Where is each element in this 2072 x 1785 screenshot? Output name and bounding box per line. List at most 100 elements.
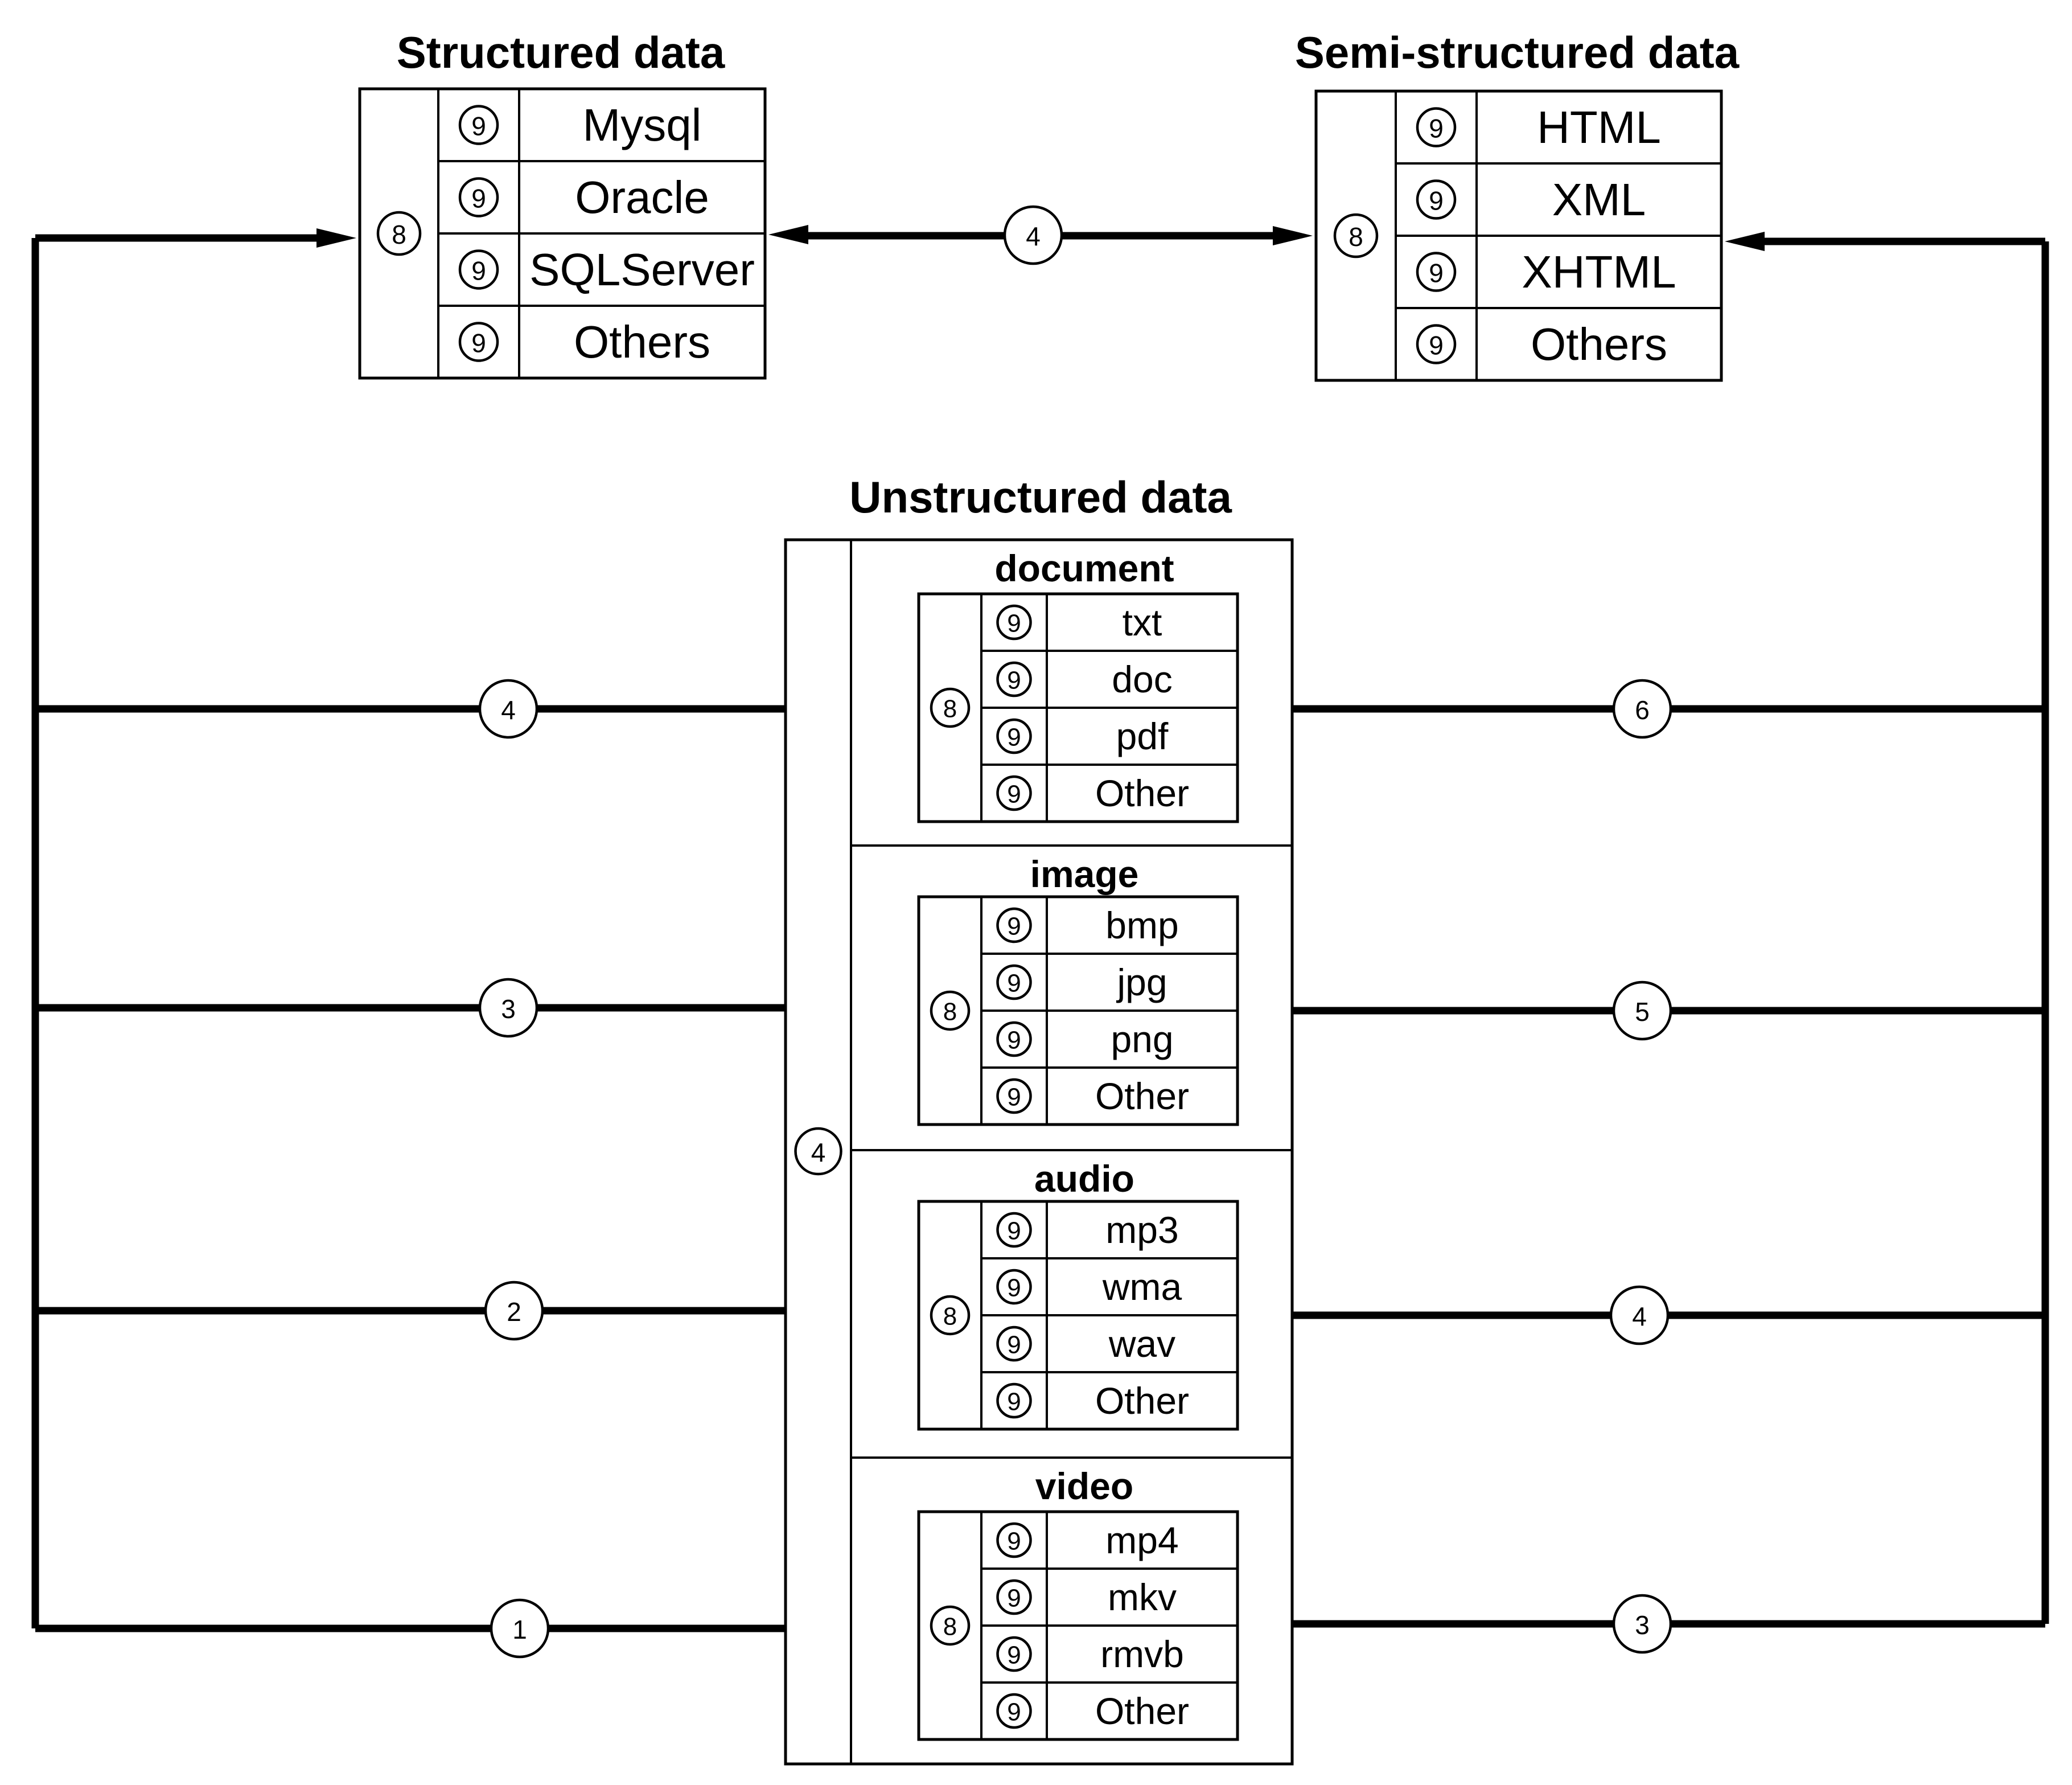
category-table-item-marker: 9: [996, 1078, 1032, 1114]
category-table-item-marker-circle: [996, 604, 1032, 641]
category-table-item-marker-number: 9: [1007, 1388, 1021, 1416]
structured-table-item-marker-number: 9: [471, 184, 486, 214]
category-table-item-label: mp3: [1105, 1209, 1178, 1251]
category-table-item-marker: 9: [996, 661, 1032, 697]
category-table-item-label: doc: [1112, 658, 1172, 700]
category-table-item-marker-number: 9: [1007, 724, 1021, 752]
category-table-item-label: Other: [1095, 772, 1189, 814]
category-table-item-marker-circle: [996, 964, 1032, 1000]
category-table-item-marker: 9: [996, 1021, 1032, 1057]
category-table-item-label: Other: [1095, 1690, 1189, 1732]
structured-table-item-label: Others: [574, 317, 710, 367]
semi-structured-table-item-marker-circle: [1416, 324, 1457, 364]
category-table-item-marker: 9: [996, 1636, 1032, 1672]
category-table-group-marker-number: 8: [943, 1303, 957, 1331]
left-link-label-number: 1: [512, 1615, 527, 1644]
category-table-item-marker-number: 9: [1007, 1084, 1021, 1111]
right-link-label-circle: [1612, 679, 1672, 739]
category-table-item-marker: 9: [996, 1522, 1032, 1558]
category-table-item-marker-circle: [996, 1522, 1032, 1558]
right-link-label: 5: [1612, 980, 1672, 1041]
category-table-item-marker-circle: [996, 1636, 1032, 1672]
semi-structured-table-item-marker: 9: [1416, 179, 1457, 220]
semi-structured-table-group-marker: 8: [1333, 213, 1379, 258]
semi-structured-table-item-marker-number: 9: [1429, 258, 1444, 288]
category-table-item-marker: 9: [996, 1212, 1032, 1248]
category-table-group-marker: 8: [930, 1605, 971, 1646]
category-table-item-label: wav: [1108, 1323, 1175, 1365]
structured-table-group-marker-circle: [376, 211, 422, 256]
right-link-label-circle: [1612, 980, 1672, 1041]
left-link-label-circle: [478, 978, 538, 1038]
semi-structured-table-group-marker-circle: [1333, 213, 1379, 258]
category-table-item-label: Other: [1095, 1380, 1189, 1422]
semi-structured-table-group-marker-number: 8: [1349, 222, 1363, 252]
category-title: video: [1035, 1465, 1133, 1507]
semi-structured-table-item-marker-number: 9: [1429, 186, 1444, 216]
left-link-label: 2: [484, 1281, 544, 1341]
right-link-label-number: 3: [1635, 1610, 1650, 1640]
semi-structured-table-item-marker: 9: [1416, 324, 1457, 364]
unstructured-title: Unstructured data: [849, 472, 1232, 522]
structured-table-item-label: Mysql: [583, 100, 702, 150]
category-table-item-marker-number: 9: [1007, 970, 1021, 998]
structured-table-item-marker-number: 9: [471, 112, 486, 141]
category-table-item-marker: 9: [996, 718, 1032, 754]
structured-table-group-marker: 8: [376, 211, 422, 256]
category-table-item-label: mkv: [1108, 1576, 1177, 1618]
category-table-item-marker-circle: [996, 661, 1032, 697]
category-table-item-marker: 9: [996, 907, 1032, 943]
category-table-group-marker: 8: [930, 1295, 971, 1336]
structured-table-group-marker-number: 8: [392, 220, 406, 249]
structured-table-item-marker: 9: [458, 249, 499, 290]
arrow-head: [316, 228, 356, 248]
structured-table-item-marker-circle: [458, 177, 499, 218]
category-table-item-marker-circle: [996, 907, 1032, 943]
category-table-item-marker-circle: [996, 1579, 1032, 1615]
category-table-item-label: wma: [1102, 1266, 1182, 1308]
right-link-label-circle: [1609, 1285, 1670, 1345]
category-table-item-marker: 9: [996, 1693, 1032, 1729]
right-link-label: 3: [1612, 1594, 1672, 1654]
left-link-label-number: 2: [507, 1297, 521, 1327]
category-table-item-marker-number: 9: [1007, 1528, 1021, 1556]
semi-structured-table-item-marker: 9: [1416, 107, 1457, 147]
structured-table-item-marker-number: 9: [471, 256, 486, 286]
category-table-item-marker-number: 9: [1007, 781, 1021, 809]
category-table-item-marker-circle: [996, 1021, 1032, 1057]
category-table-item-label: Other: [1095, 1075, 1189, 1117]
category-table-group-marker: 8: [930, 990, 971, 1031]
category-table-item-marker-number: 9: [1007, 1027, 1021, 1054]
category-table-item-marker-circle: [996, 1269, 1032, 1305]
semi-structured-table-item-marker-circle: [1416, 252, 1457, 292]
category-table-item-marker-number: 9: [1007, 1217, 1021, 1245]
arrow-head: [768, 225, 808, 244]
category-table-item-marker-number: 9: [1007, 1642, 1021, 1669]
category-title: audio: [1034, 1158, 1134, 1200]
structured-table-item-marker-number: 9: [471, 329, 486, 358]
structured-table-item-label: SQLServer: [529, 244, 755, 295]
arrow-head: [1273, 226, 1313, 245]
right-link-label-number: 6: [1635, 695, 1650, 725]
category-table-item-label: mp4: [1105, 1519, 1178, 1561]
structured-table-item-marker-circle: [458, 322, 499, 362]
category-table-item-marker: 9: [996, 1382, 1032, 1419]
structured-table-item-marker: 9: [458, 105, 499, 145]
left-link-label-number: 3: [501, 994, 516, 1024]
category-table-item-marker-number: 9: [1007, 667, 1021, 695]
category-table-item-marker-number: 9: [1007, 1698, 1021, 1726]
category-table-item-marker-number: 9: [1007, 610, 1021, 638]
link-label-number: 4: [1026, 221, 1041, 251]
structured-title: Structured data: [397, 27, 725, 77]
semi-structured-table-item-label: Others: [1531, 319, 1667, 370]
unstructured-outer-marker: 4: [794, 1127, 842, 1176]
category-table-group-marker-number: 8: [943, 695, 957, 723]
category-title: image: [1030, 853, 1139, 895]
